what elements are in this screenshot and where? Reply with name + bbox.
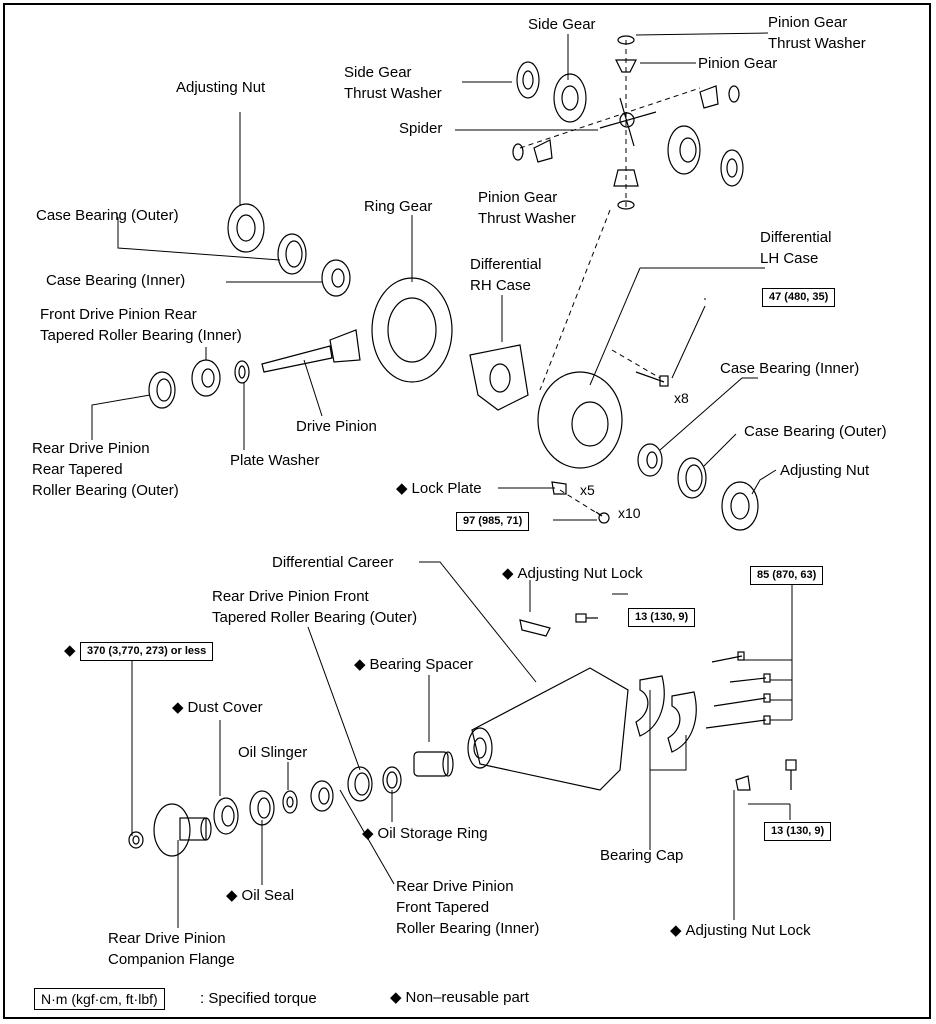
- non-reusable-marker: ◆: [226, 887, 238, 904]
- multiplier-lh-case-bolt: x8: [674, 390, 689, 406]
- bearing-cap-left-shape: [635, 675, 665, 737]
- label-ring-gear: Ring Gear: [364, 198, 433, 215]
- leader-lines: [91, 32, 793, 928]
- differential-carrier-shape: [467, 667, 629, 791]
- case-bearing-inner-left-shape: [321, 259, 351, 297]
- label-adjusting-nut-lock-bottom: ◆Adjusting Nut Lock: [670, 922, 811, 939]
- label-rear-drive-pinion-rear-bearing: Rear Drive Pinion Rear Tapered Roller Be…: [32, 440, 179, 499]
- nut-lock-bolt-top-shape: [575, 613, 598, 623]
- label-pinion-gear-thrust-washer-bottom: Pinion Gear Thrust Washer: [478, 189, 576, 227]
- side-gear-left-shape: [553, 73, 587, 123]
- side-gear-thrust-washer-right-shape: [720, 149, 744, 187]
- oil-slinger-shape: [282, 790, 298, 814]
- diagram-frame: [3, 3, 931, 1019]
- legend-torque-text: : Specified torque: [200, 990, 317, 1007]
- label-adjusting-nut-right: Adjusting Nut: [780, 462, 870, 479]
- front-bearing-outer-shape: [347, 766, 373, 802]
- rear-bearing-outer-shape: [148, 371, 176, 409]
- case-bearing-outer-right-shape: [677, 457, 707, 499]
- lh-case-bolt-shape: [635, 371, 669, 387]
- multiplier-lock-plate: x5: [580, 482, 595, 498]
- legend-torque-unit: N·m (kgf·cm, ft·lbf): [34, 988, 165, 1010]
- torque-companion-flange-nut: 370 (3,770, 273) or less: [80, 642, 214, 661]
- pinion-gear-left-shape: [512, 139, 553, 163]
- non-reusable-marker: ◆: [396, 480, 408, 497]
- oil-storage-ring-shape: [382, 766, 402, 794]
- oil-seal-shape: [249, 790, 275, 826]
- flange-nut-shape: [128, 831, 144, 849]
- torque-nut-lock-bolt-bottom: 13 (130, 9): [764, 822, 832, 841]
- torque-lh-case-bolt: 47 (480, 35): [762, 288, 836, 307]
- spider-shape: [599, 97, 657, 147]
- dust-cover-shape: [213, 797, 239, 835]
- label-bearing-spacer: ◆Bearing Spacer: [354, 656, 473, 673]
- side-gear-right-shape: [667, 125, 701, 175]
- torque-bearing-cap-bolt: 85 (870, 63): [750, 566, 824, 585]
- plate-washer-shape: [234, 360, 250, 384]
- non-reusable-marker: ◆: [502, 565, 514, 582]
- label-pinion-gear: Pinion Gear: [698, 55, 778, 72]
- label-differential-lh-case: Differential LH Case: [760, 229, 832, 267]
- label-rear-drive-pinion-front-bearing-inner: Rear Drive Pinion Front Tapered Roller B…: [396, 878, 540, 937]
- label-case-bearing-inner-left: Case Bearing (Inner): [46, 272, 186, 289]
- label-rear-drive-pinion-front-bearing-outer: Rear Drive Pinion Front Tapered Roller B…: [212, 588, 418, 626]
- label-plate-washer: Plate Washer: [230, 452, 320, 469]
- label-rear-drive-pinion-companion-flange: Rear Drive Pinion Companion Flange: [108, 930, 235, 968]
- label-front-drive-pinion-rear-bearing: Front Drive Pinion Rear Tapered Roller B…: [40, 306, 242, 344]
- assembly-axes: [519, 40, 701, 516]
- label-oil-storage-ring: ◆Oil Storage Ring: [362, 825, 488, 842]
- adjusting-nut-right-shape: [721, 481, 759, 531]
- bearing-spacer-shape: [413, 751, 454, 777]
- label-differential-rh-case: Differential RH Case: [470, 256, 542, 294]
- non-reusable-marker: ◆: [362, 825, 374, 842]
- label-dust-cover: ◆Dust Cover: [172, 699, 263, 716]
- label-oil-slinger: Oil Slinger: [238, 744, 308, 761]
- adjusting-nut-lock-bottom-shape: [735, 775, 751, 791]
- pinion-gear-bottom-shape: [613, 169, 639, 210]
- label-lock-plate: ◆Lock Plate: [396, 480, 482, 497]
- non-reusable-marker: ◆: [64, 642, 76, 659]
- torque-nut-lock-bolt-top: 13 (130, 9): [628, 608, 696, 627]
- lh-case-shape: [537, 371, 623, 469]
- non-reusable-marker: ◆: [670, 922, 682, 939]
- label-spider: Spider: [399, 120, 443, 137]
- legend-non-reusable: ◆Non–reusable part: [390, 989, 529, 1006]
- front-bearing-inner-shape: [310, 780, 334, 812]
- companion-flange-shape: [153, 803, 212, 857]
- non-reusable-marker: ◆: [354, 656, 366, 673]
- pinion-gear-top-shape: [615, 35, 637, 73]
- torque-lock-plate-bolt: 97 (985, 71): [456, 512, 530, 531]
- case-bearing-inner-right-shape: [637, 443, 663, 477]
- label-side-gear: Side Gear: [528, 16, 596, 33]
- side-gear-thrust-washer-shape: [516, 61, 540, 99]
- bearing-cap-bolts-shape: [705, 651, 771, 729]
- rh-case-shape: [469, 344, 529, 411]
- pinion-gear-right-shape: [699, 85, 740, 109]
- label-drive-pinion: Drive Pinion: [296, 418, 377, 435]
- lock-plate-bolt-shape: [595, 511, 610, 524]
- label-bearing-cap: Bearing Cap: [600, 847, 684, 864]
- label-side-gear-thrust-washer: Side Gear Thrust Washer: [344, 64, 442, 102]
- label-adjusting-nut-left: Adjusting Nut: [176, 79, 266, 96]
- label-oil-seal: ◆Oil Seal: [226, 887, 295, 904]
- non-reusable-marker: ◆: [172, 699, 184, 716]
- label-case-bearing-outer-right: Case Bearing (Outer): [744, 423, 887, 440]
- adjusting-nut-left-shape: [227, 203, 265, 253]
- label-case-bearing-outer-left: Case Bearing (Outer): [36, 207, 179, 224]
- case-bearing-outer-left-shape: [277, 233, 307, 275]
- drive-pinion-shape: [261, 329, 361, 373]
- label-case-bearing-inner-right: Case Bearing (Inner): [720, 360, 860, 377]
- lock-plate-shape: [551, 481, 567, 495]
- bearing-cap-right-shape: [667, 691, 697, 753]
- multiplier-lock-plate-bolt: x10: [618, 505, 641, 521]
- label-pinion-gear-thrust-washer-top: Pinion Gear Thrust Washer: [768, 14, 866, 52]
- adjusting-nut-lock-top-shape: [519, 619, 551, 637]
- nut-lock-bolt-bottom-shape: [785, 759, 797, 790]
- label-adjusting-nut-lock-top: ◆Adjusting Nut Lock: [502, 565, 643, 582]
- label-differential-career: Differential Career: [272, 554, 394, 571]
- rear-bearing-inner-shape: [191, 359, 221, 397]
- non-reusable-marker: ◆: [390, 989, 402, 1006]
- ring-gear-shape: [371, 277, 453, 383]
